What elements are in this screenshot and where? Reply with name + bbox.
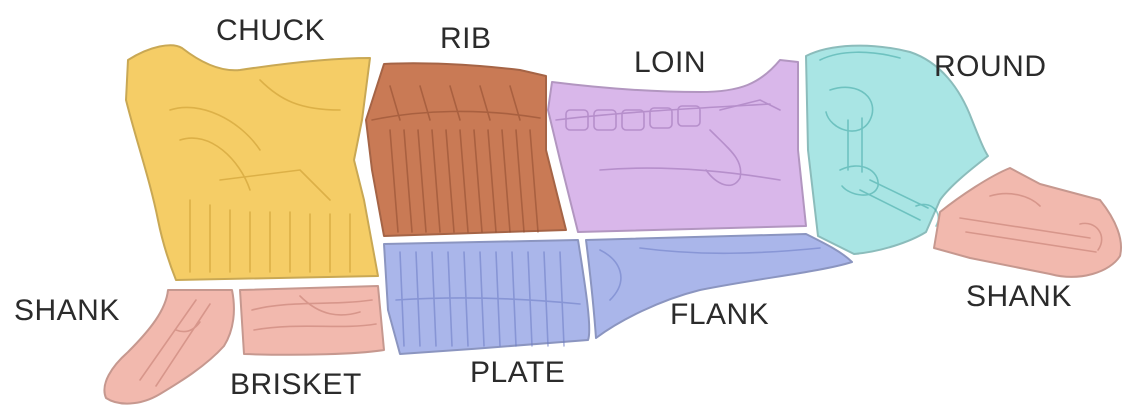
plate-region <box>384 240 589 354</box>
loin-label: LOIN <box>634 48 706 78</box>
brisket-cut <box>240 286 384 355</box>
fore-shank-label: SHANK <box>14 296 120 326</box>
flank-label: FLANK <box>670 300 769 330</box>
loin-region <box>548 60 806 232</box>
plate-label: PLATE <box>470 358 565 388</box>
fore-shank-region <box>104 290 234 404</box>
hind-shank-label: SHANK <box>966 282 1072 312</box>
brisket-label: BRISKET <box>230 370 362 400</box>
plate-cut <box>384 240 589 354</box>
chuck-region <box>126 45 378 280</box>
rib-cut <box>366 63 566 236</box>
chuck-cut <box>126 45 378 280</box>
loin-cut <box>548 60 806 232</box>
fore-shank-cut <box>104 290 234 404</box>
brisket-region <box>240 286 384 355</box>
chuck-label: CHUCK <box>216 16 325 46</box>
rib-label: RIB <box>440 24 492 54</box>
hind-shank-region <box>934 168 1121 277</box>
hind-shank-cut <box>934 168 1121 277</box>
round-label: ROUND <box>934 52 1047 82</box>
